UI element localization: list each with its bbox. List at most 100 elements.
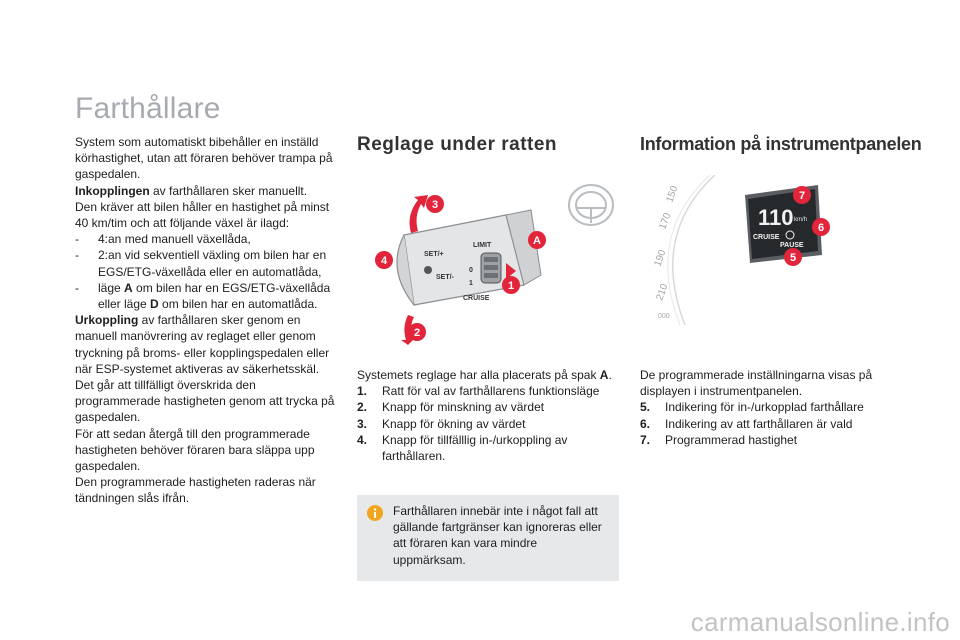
programmed-speed: 110 (758, 205, 794, 230)
controls-list: 1.Ratt för val av farthållarens funktion… (357, 383, 619, 464)
page-title: Farthållare (75, 92, 221, 125)
list-item: 4. Knapp för tillfälllig in-/urkoppling a… (357, 432, 619, 464)
dash-bullet: - (75, 232, 79, 247)
disengage-text: av farthållaren sker genom en manuell ma… (75, 313, 330, 376)
rotate-arrow-icon (506, 263, 516, 279)
item-text: Ratt för val av farthållarens funktionsl… (382, 384, 600, 399)
lever-letter: A (124, 280, 133, 295)
cruise-indicator: CRUISE (753, 234, 780, 241)
dash-bullet: - (75, 248, 79, 263)
instrument-svg: 190 170 150 210 000 110 km/h CRUISE PAUS… (652, 174, 830, 326)
item-text: Knapp för minskning av värdet (382, 400, 545, 415)
dial-mark: 000 (658, 313, 670, 320)
limit-label: LIMIT (473, 242, 492, 249)
list-item: 6. Indikering av att farthållaren är vald (640, 416, 905, 432)
intro-text: Systemets reglage har alla placerats på … (357, 368, 600, 382)
svg-text:2: 2 (414, 327, 420, 339)
callout-3: 3 (426, 195, 444, 213)
warning-note: Farthållaren innebär inte i något fall a… (357, 495, 619, 581)
disengage-label: Urkoppling (75, 313, 139, 328)
controls-text: Systemets reglage har alla placerats på … (357, 367, 619, 464)
instrument-display: 110 km/h CRUISE PAUSE (745, 185, 822, 263)
list-item: - 4:an med manuell växellåda, (75, 231, 337, 247)
set-plus-label: SET/+ (424, 251, 444, 258)
instrument-text: De programmerade inställningarna visas p… (640, 367, 905, 448)
svg-text:6: 6 (818, 222, 824, 234)
dial-mark: 210 (654, 282, 670, 302)
dial-mark: 190 (652, 248, 668, 268)
disengage-paragraph: Urkoppling av farthållaren sker genom en… (75, 312, 337, 377)
item-text: Indikering av att farthållaren är vald (665, 416, 853, 431)
item-number: 7. (640, 432, 651, 447)
up-arrow-icon (409, 195, 428, 233)
steering-wheel-icon (568, 184, 614, 226)
stalk-svg: SET/+ SET/- LIMIT CRUISE 0 1 3 A 4 1 2 (375, 184, 614, 345)
requirements-paragraph: Den kräver att bilen håller en hastighet… (75, 199, 330, 231)
list-item-text: 4:an med manuell växellåda, (98, 232, 251, 247)
callout-7: 7 (793, 186, 811, 204)
stalk-illustration: SET/+ SET/- LIMIT CRUISE 0 1 3 A 4 1 2 (356, 175, 621, 345)
watermark[interactable]: carmanualsonline.info (690, 607, 950, 637)
dial-mark: 150 (664, 184, 680, 204)
one-mark: 1 (469, 280, 473, 287)
callout-a: A (528, 231, 546, 249)
item-text: Programmerad hastighet (665, 432, 798, 447)
intro-paragraph: System som automatiskt bibehåller en ins… (75, 135, 333, 182)
svg-text:1: 1 (508, 280, 514, 292)
list-item: 5.Indikering för in-/urkopplad farthålla… (640, 399, 905, 415)
svg-text:3: 3 (432, 199, 438, 211)
svg-text:5: 5 (790, 252, 796, 264)
instrument-heading: Information på instrumentpanelen (640, 134, 922, 154)
engage-paragraph: Inkopplingen av farthållaren sker manuel… (75, 183, 337, 199)
item-number: 4. (357, 432, 368, 447)
instrument-intro: De programmerade inställningarna visas p… (640, 368, 873, 399)
item-text: Knapp för tillfälllig in-/urkoppling av … (382, 432, 568, 464)
pause-indicator: PAUSE (780, 242, 804, 249)
dash-bullet: - (75, 280, 79, 295)
resume-paragraph: För att sedan återgå till den programmer… (75, 426, 315, 474)
list-item-text: 2:an vid sekventiell växling om bilen ha… (98, 248, 327, 279)
cruise-dial-icon (785, 230, 795, 240)
instrument-illustration: 190 170 150 210 000 110 km/h CRUISE PAUS… (640, 174, 905, 326)
svg-text:4: 4 (381, 255, 388, 267)
dial-mark: 170 (657, 211, 673, 231)
callout-5: 5 (784, 248, 802, 266)
item-number: 2. (357, 400, 368, 415)
description-column: System som automatiskt bibehåller en ins… (75, 134, 337, 507)
list-item: - läge A om bilen har en EGS/ETG-växellåd… (75, 280, 337, 312)
engage-label: Inkopplingen (75, 183, 150, 198)
list-item: 1.Ratt för val av farthållarens funktion… (357, 383, 619, 399)
gear-requirements-list: - 4:an med manuell växellåda, - 2:an vid s… (75, 231, 337, 312)
list-item: 3. Knapp för ökning av värdet (357, 416, 619, 432)
indicator-list: 5.Indikering för in-/urkopplad farthålla… (640, 399, 905, 448)
callout-2: 2 (408, 323, 426, 341)
list-item-text: om bilen har en automatlåda. (158, 297, 318, 312)
controls-heading: Reglage under ratten (357, 134, 558, 155)
note-text: Farthållaren innebär inte i något fall a… (393, 504, 602, 567)
controls-intro: Systemets reglage har alla placerats på … (357, 367, 619, 383)
lever-letter: A (599, 368, 609, 382)
callout-6: 6 (812, 218, 830, 236)
svg-text:A: A (533, 235, 541, 247)
engage-text: av farthållaren sker manuellt. (149, 183, 308, 198)
speed-unit: km/h (794, 217, 807, 223)
reset-paragraph: Den programmerade hastigheten raderas nä… (75, 475, 316, 506)
info-icon (367, 505, 383, 521)
item-number: 5. (640, 400, 651, 415)
list-item: - 2:an vid sekventiell växling om bilen h… (75, 247, 337, 279)
set-minus-label: SET/- (436, 274, 455, 281)
callout-1: 1 (502, 276, 520, 294)
item-number: 6. (640, 416, 651, 431)
cruise-label: CRUISE (463, 295, 490, 302)
speedometer-dial: 190 170 150 210 000 (652, 174, 716, 326)
item-number: 3. (357, 416, 368, 431)
item-text: Knapp för ökning av värdet (382, 416, 526, 431)
cruise-lever (396, 209, 542, 306)
zero-mark: 0 (469, 267, 473, 274)
svg-text:7: 7 (799, 190, 805, 202)
list-item: 2. Knapp för minskning av värdet (357, 399, 619, 415)
list-item: 7. Programmerad hastighet (640, 432, 905, 448)
list-item-text: om bilen har en EGS/ETG-växellåda eller … (98, 280, 331, 312)
intro-period: . (608, 368, 612, 382)
list-item-text: läge (98, 280, 125, 295)
